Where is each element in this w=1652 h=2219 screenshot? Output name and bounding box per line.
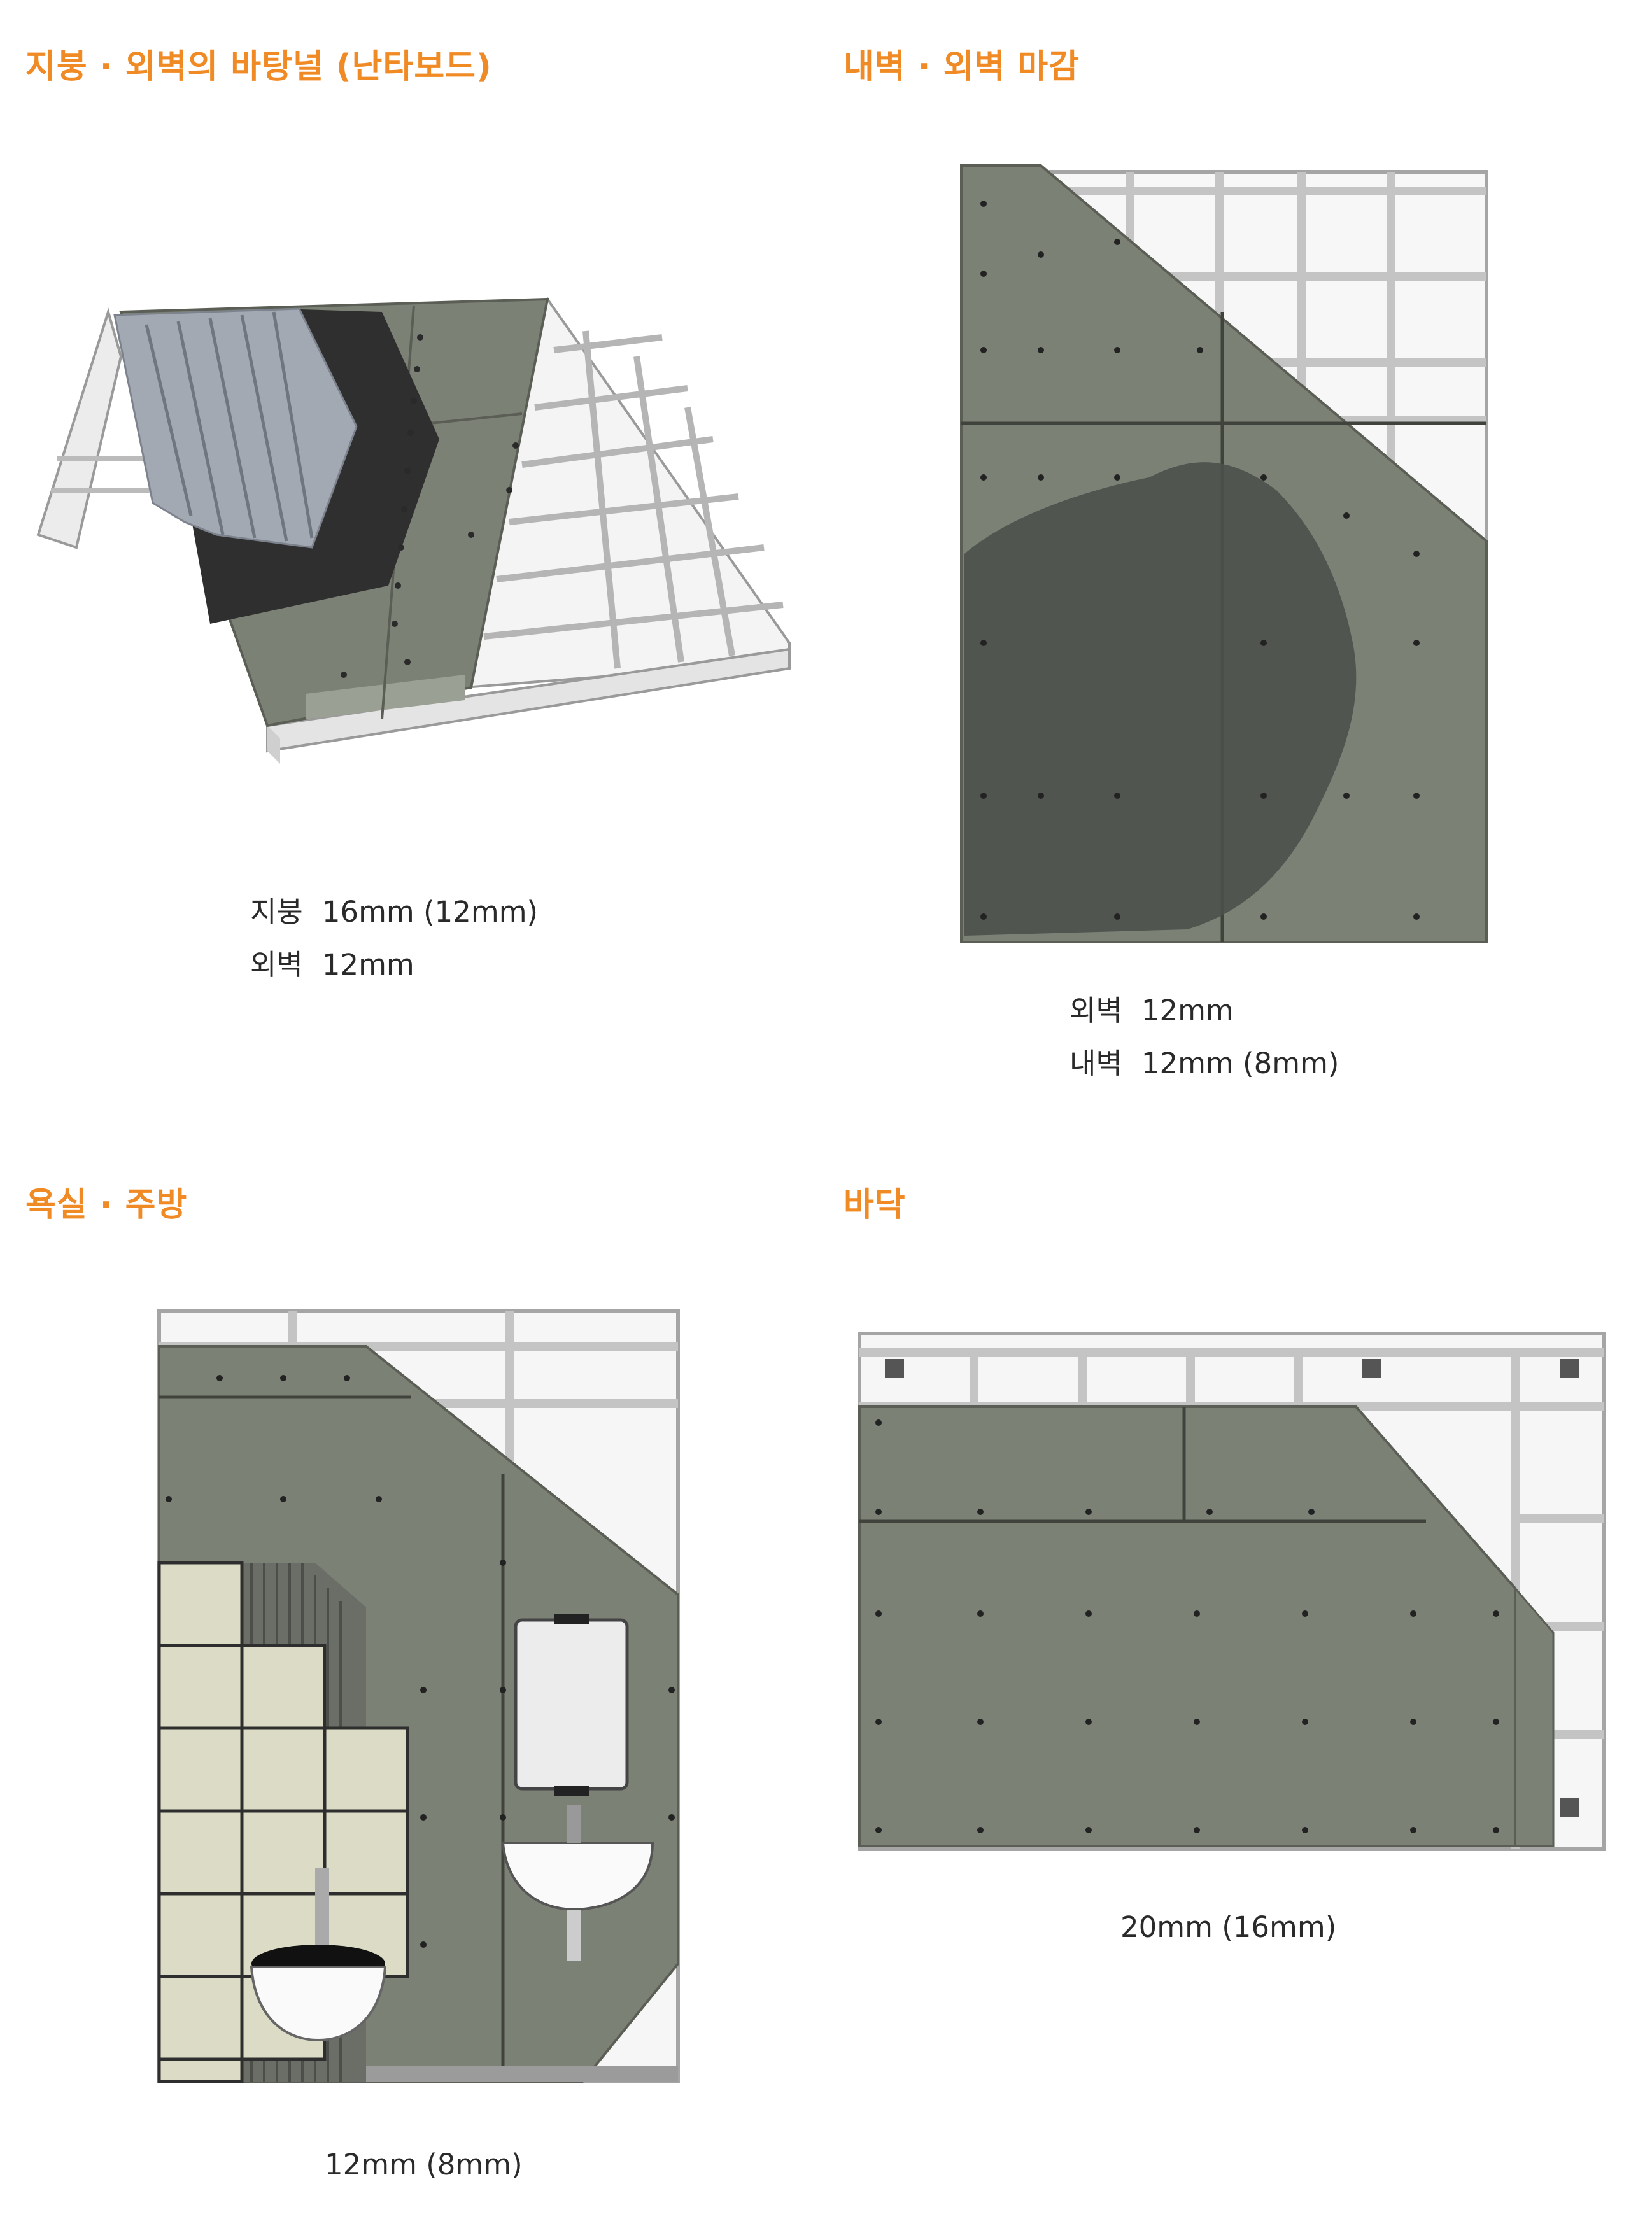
wall-illustration xyxy=(958,159,1499,955)
roof-spec-label: 지붕 xyxy=(250,895,303,929)
wall-outer-spec-row: 외벽 12mm xyxy=(250,950,538,979)
floor-section-title: 바닥 xyxy=(844,1186,906,1224)
wall-spec-value: 12mm xyxy=(1141,994,1234,1027)
floor-spec: 20mm (16mm) xyxy=(1120,1910,1337,1944)
roof-section-title: 지붕 · 외벽의 바탕널 (난타보드) xyxy=(25,48,492,86)
roof-spec-list: 지붕 16mm (12mm) 외벽 12mm xyxy=(250,898,538,979)
bath-illustration xyxy=(156,1308,684,2085)
wall-outer-spec-value: 12mm xyxy=(321,948,414,982)
wall-inner-spec-value: 12mm (8mm) xyxy=(1141,1046,1339,1080)
wall-section-title: 내벽 · 외벽 마감 xyxy=(844,48,1080,86)
wall-spec-label: 외벽 xyxy=(1070,994,1122,1027)
floor-illustration xyxy=(853,1327,1607,1856)
wall-spec-row-outer: 외벽 12mm xyxy=(1070,996,1339,1025)
roof-illustration xyxy=(25,280,802,789)
wall-spec-list: 외벽 12mm 내벽 12mm (8mm) xyxy=(1070,996,1339,1078)
roof-spec-value: 16mm (12mm) xyxy=(321,895,539,929)
wall-inner-spec-label: 내벽 xyxy=(1070,1046,1122,1080)
roof-spec-row: 지붕 16mm (12mm) xyxy=(250,898,538,926)
wall-spec-row-inner: 내벽 12mm (8mm) xyxy=(1070,1049,1339,1078)
bath-section-title: 욕실 · 주방 xyxy=(25,1186,188,1224)
bath-spec: 12mm (8mm) xyxy=(325,2148,523,2181)
wall-outer-spec-label: 외벽 xyxy=(250,948,303,982)
